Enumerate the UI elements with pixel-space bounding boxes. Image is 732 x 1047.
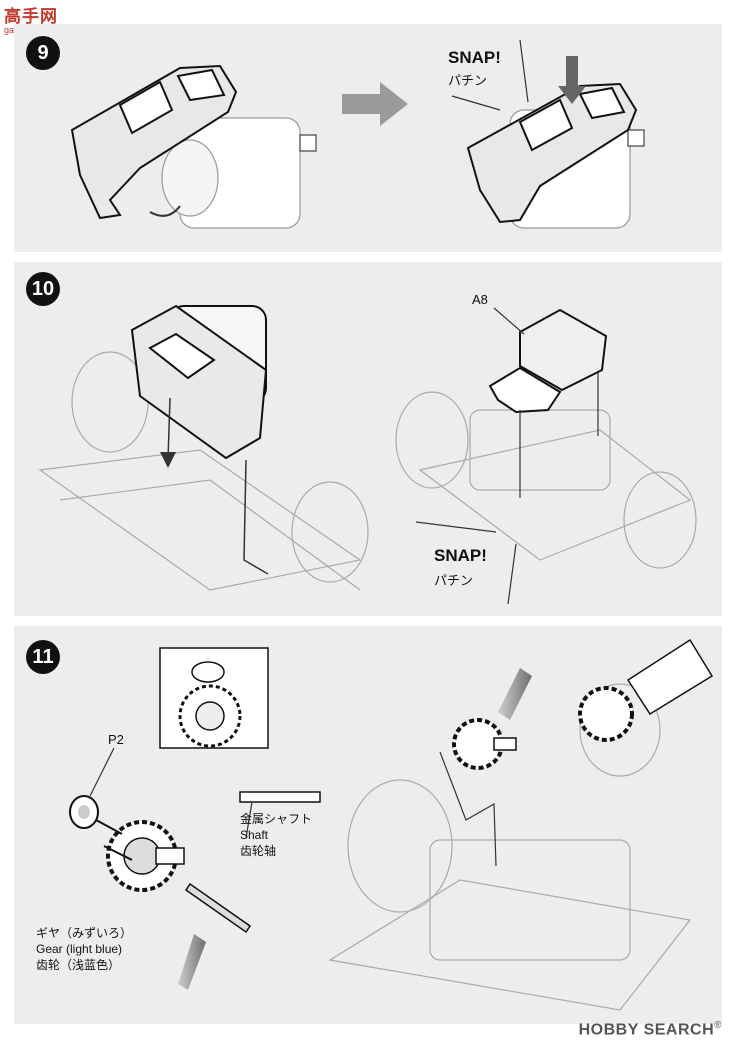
- step-10-panel: [14, 262, 722, 616]
- step11-chassis: [328, 683, 692, 1011]
- step11-gear-jp: ギヤ（みずいろ）: [36, 926, 133, 940]
- step10-side-arrow: [243, 459, 269, 575]
- hobby-search-watermark: HOBBY SEARCH®: [579, 1020, 722, 1039]
- step9-snap-jp: パチン: [448, 73, 488, 88]
- step11-shaft-part: [184, 882, 252, 934]
- step9-clip-right: [466, 82, 638, 224]
- step10-motor-unit: [130, 304, 268, 460]
- step11-install-guide: [439, 751, 497, 867]
- step10-insert-arrow: [167, 397, 171, 461]
- watermark-brand: HOBBY SEARCH: [578, 1021, 715, 1038]
- step9-snap-label: SNAP!: [448, 48, 501, 67]
- step11-shaft-jp: 金属シャフト: [240, 812, 313, 826]
- step11-grease-bottle-detail: [578, 638, 714, 742]
- step-11-badge: 11: [26, 640, 60, 674]
- step11-gear-detail-box: [159, 647, 269, 749]
- step9-snap-line-2: [451, 95, 501, 111]
- step9-clip-left: [70, 64, 238, 220]
- step9-snap-line-1: [519, 39, 529, 103]
- step10-snap-line-1: [415, 521, 497, 533]
- step10-insert-arrowhead: [160, 452, 176, 468]
- step10-part-a8: [488, 308, 608, 414]
- watermark-registered: ®: [714, 1019, 722, 1031]
- site-logo-text: 高手网: [4, 7, 58, 26]
- step10-snap-label: SNAP!: [434, 546, 487, 565]
- step9-next-arrow: [342, 82, 408, 126]
- step11-gear-cn: 齿轮（浅蓝色）: [36, 958, 121, 972]
- step11-grease-tube-left: [178, 934, 206, 990]
- step9-rotate-arrow: [149, 205, 181, 217]
- step11-p2-leader: [89, 747, 115, 797]
- step10-snap-line-2: [507, 543, 517, 605]
- step11-shaft-leader: [245, 801, 253, 839]
- step11-shaft-icon: [239, 791, 321, 803]
- step10-snap-jp: パチン: [434, 573, 474, 588]
- step11-shaft-en: Shaft: [240, 828, 269, 842]
- step11-part-label: P2: [108, 732, 124, 747]
- step9-press-arrow: [558, 56, 586, 104]
- step11-gear-arrows: [95, 819, 133, 861]
- step-10-badge: 10: [26, 272, 60, 306]
- step9-motor-left: [161, 117, 317, 229]
- step11-grease-tube-right: [498, 668, 532, 720]
- step10-a8-leader: [493, 307, 525, 335]
- step11-installed-gear: [452, 718, 517, 770]
- step11-gear-en: Gear (light blue): [36, 942, 123, 956]
- step10-part-label: A8: [472, 292, 488, 307]
- step11-shaft-cn: 齿轮轴: [240, 844, 277, 858]
- step10-chassis-right: [395, 391, 697, 569]
- step-9-badge: 9: [26, 36, 60, 70]
- step11-part-p2: [69, 795, 99, 829]
- step11-gear: [106, 820, 185, 892]
- step10-chassis-left: [38, 351, 369, 591]
